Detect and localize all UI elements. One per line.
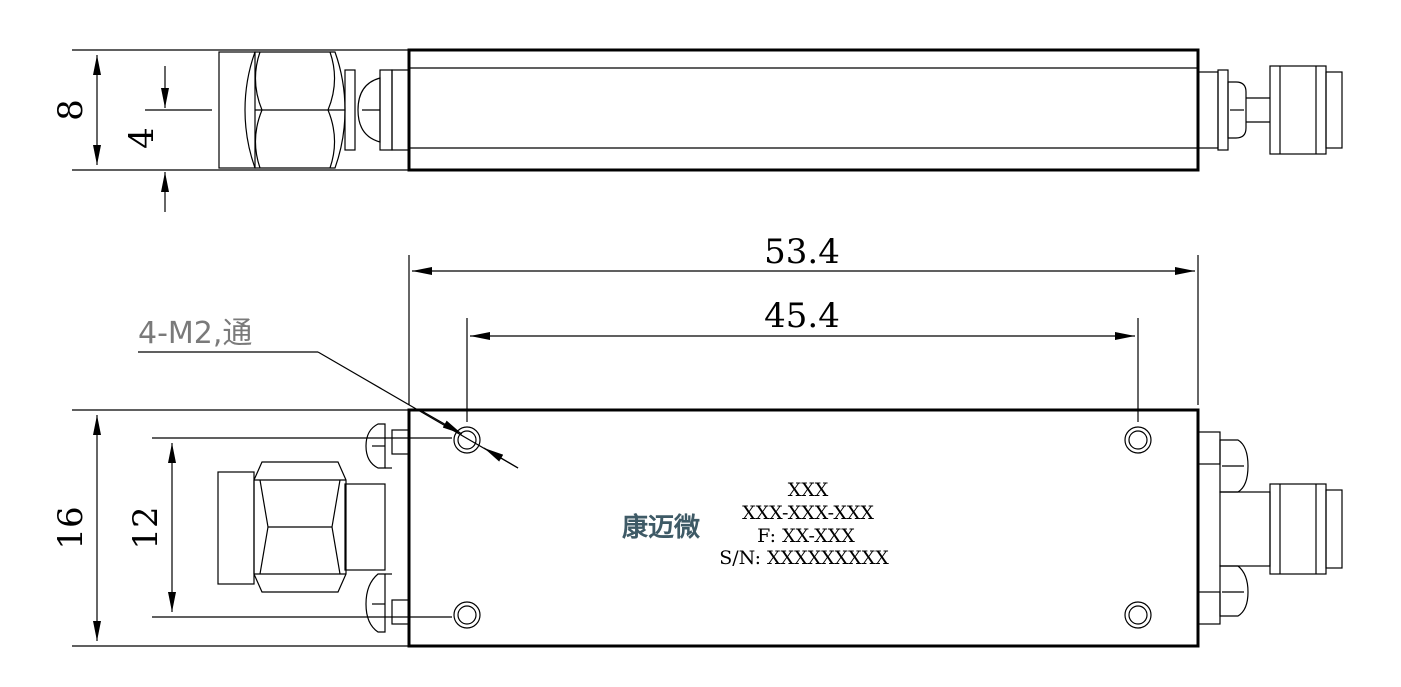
dim-hole-spacing-label: 45.4 [764,296,840,336]
label-serial: S/N: XXXXXXXXX [719,547,889,569]
side-view: 8 4 [51,48,1343,212]
mount-hole [453,601,481,629]
mount-hole [1124,601,1152,629]
top-left-connector [217,423,410,633]
top-view: 康迈微 XXX XXX-XXX-XXX F: XX-XXX S/N: XXXXX… [51,408,1343,648]
dim-body-width-label: 16 [51,506,91,549]
mount-hole-callout: 4-M2,通 [138,316,519,469]
brand-logo: 康迈微 [622,512,700,543]
side-right-connector [1197,65,1343,155]
dim-side-connector-label: 4 [122,127,162,149]
dim-side-connector: 4 [122,66,212,212]
mount-hole-note: 4-M2,通 [138,316,252,351]
product-label: 康迈微 XXX XXX-XXX-XXX F: XX-XXX S/N: XXXXX… [622,479,889,569]
dim-connector-spacing: 12 [126,437,452,618]
dim-connector-spacing-label: 12 [126,506,166,549]
mount-hole [453,426,481,454]
dim-body-width: 16 [51,409,409,647]
mount-hole [1124,426,1152,454]
label-model: XXX [788,479,829,501]
dim-side-height: 8 [51,49,409,171]
label-part-number: XXX-XXX-XXX [742,502,874,524]
top-body [407,408,1200,648]
top-right-connector [1197,431,1343,625]
dim-overall-length-label: 53.4 [764,232,840,272]
side-left-connector [218,51,410,169]
dim-hole-spacing: 45.4 [466,296,1139,422]
label-frequency: F: XX-XXX [757,525,855,547]
dim-overall-length: 53.4 [408,232,1199,405]
dim-side-height-label: 8 [51,99,91,121]
